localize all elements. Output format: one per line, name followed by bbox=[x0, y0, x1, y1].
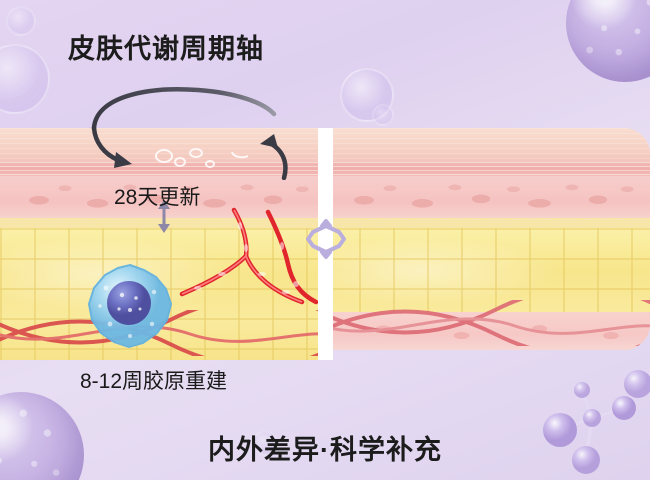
panel-right-mechanism: 作用机制对比 仅作用表层·无法渗透真皮 小分子肽吸收 提供胶原合成“建材” bbox=[325, 0, 650, 480]
fibroblast-cell-icon bbox=[87, 263, 173, 349]
skin-layer-dermis bbox=[325, 176, 650, 220]
exchange-compare-icon bbox=[306, 219, 346, 259]
collagen-fibers bbox=[0, 310, 325, 356]
page-title-left: 皮肤代谢周期轴 bbox=[68, 34, 264, 64]
collagen-fibers bbox=[325, 300, 650, 346]
surface-bubbles-icon bbox=[155, 148, 249, 168]
skin-layer-granular bbox=[0, 162, 325, 176]
skin-cross-section-right bbox=[325, 128, 650, 350]
skin-cross-section-left bbox=[0, 128, 325, 360]
skin-layer-epidermis bbox=[325, 128, 650, 162]
skin-layer-basal bbox=[325, 218, 650, 230]
bottom-caption: 内外差异·科学补充 bbox=[208, 435, 442, 465]
panel-divider bbox=[318, 128, 333, 360]
panel-left-metabolism: 皮肤代谢周期轴 28天更新 8-12周胶原重建 bbox=[0, 34, 325, 393]
collagen-chain-icon bbox=[179, 207, 319, 305]
label-renewal-cycle: 28天更新 bbox=[114, 186, 201, 209]
skin-layer-granular bbox=[325, 162, 650, 176]
label-collagen-rebuild: 8-12周胶原重建 bbox=[80, 370, 228, 393]
